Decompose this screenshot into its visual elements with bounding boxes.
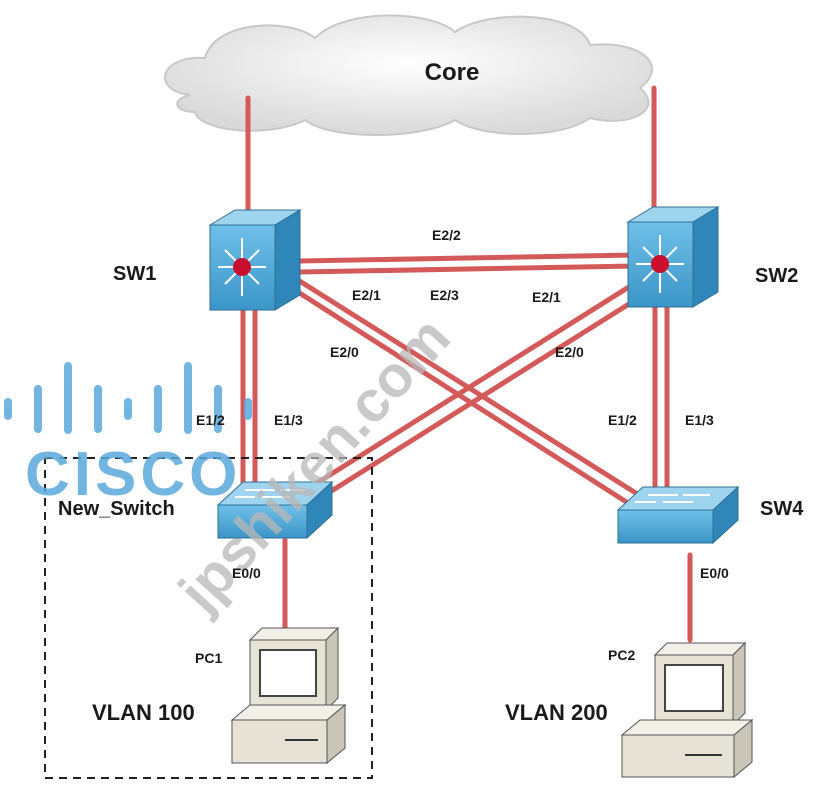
sw4-access-switch-icon [616, 485, 740, 545]
cisco-logo-watermark [4, 362, 252, 434]
sw1-label: SW1 [113, 263, 156, 285]
pc2-pc-icon [620, 641, 754, 779]
vlan-100-boundary [44, 457, 373, 779]
port-e2-2-label: E2/2 [432, 227, 461, 243]
link-sw1-sw2-b [297, 263, 641, 275]
port-sw1-e2-1-label: E2/1 [352, 287, 381, 303]
vlan-100-label: VLAN 100 [92, 700, 195, 725]
port-sw4-e0-0-label: E0/0 [700, 565, 729, 581]
new-switch-access-switch-icon [216, 480, 334, 540]
core-label: Core [425, 59, 480, 86]
port-sw1-e2-0-label: E2/0 [330, 344, 359, 360]
new-switch-label: New_Switch [58, 498, 175, 520]
sw2-label: SW2 [755, 265, 798, 287]
port-sw4-e1-3-label: E1/3 [685, 412, 714, 428]
cisco-wordmark-watermark: CISCO [25, 440, 241, 509]
sw4-label: SW4 [760, 498, 804, 520]
sw1-multilayer-switch-icon [208, 209, 302, 311]
port-new-e0-0-label: E0/0 [232, 565, 261, 581]
port-sw2-e2-1-label: E2/1 [532, 289, 561, 305]
pc2-label: PC2 [608, 647, 635, 663]
port-sw2-e2-0-label: E2/0 [555, 344, 584, 360]
port-sw4-e1-2-label: E1/2 [608, 412, 637, 428]
link-sw2-new-a [287, 277, 643, 503]
vlan-200-label: VLAN 200 [505, 700, 608, 725]
core-cloud-icon [163, 14, 653, 136]
link-sw2-new-b [295, 289, 651, 515]
port-new-e1-3-label: E1/3 [274, 412, 303, 428]
port-new-e1-2-label: E1/2 [196, 412, 225, 428]
sw2-multilayer-switch-icon [626, 206, 720, 308]
link-sw1-sw4-a [295, 277, 653, 505]
pc1-pc-icon [230, 626, 347, 765]
links [240, 85, 693, 643]
pc1-label: PC1 [195, 650, 222, 666]
port-e2-3-label: E2/3 [430, 287, 459, 303]
link-sw1-sw2-a [297, 252, 641, 264]
